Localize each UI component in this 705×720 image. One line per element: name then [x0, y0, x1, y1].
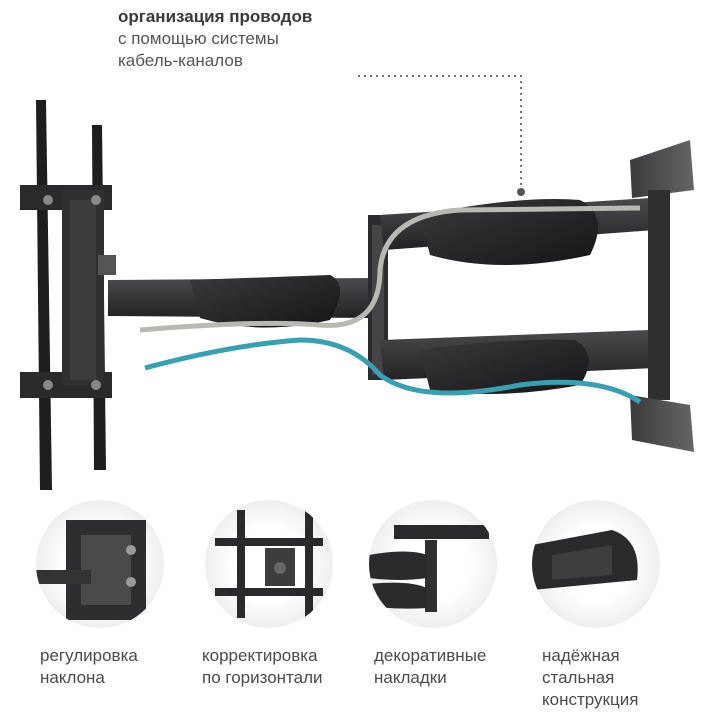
wall-plate	[630, 140, 694, 452]
blue-cable	[144, 337, 642, 405]
caption-tilt: регулировка наклона	[40, 645, 138, 689]
caption-covers-line-1: декоративные	[374, 646, 487, 665]
caption-horizontal-line-1: корректировка	[202, 646, 318, 665]
caption-steel-line-3: конструкция	[542, 690, 639, 709]
cable-management-callout: организация проводов с помощью системы к…	[118, 6, 312, 72]
decorative-covers-thumbnail	[369, 500, 497, 628]
horizontal-correction-thumbnail	[205, 500, 333, 628]
grey-cable	[139, 205, 641, 333]
steel-arm-icon	[532, 530, 638, 590]
caption-steel: надёжная стальная конструкция	[542, 645, 638, 711]
caption-steel-line-1: надёжная	[542, 646, 620, 665]
front-arm-cover	[190, 275, 340, 328]
caption-steel-line-2: стальная	[542, 668, 615, 687]
rear-arm-cover-upper	[420, 199, 598, 265]
arm-cover-icon	[369, 525, 489, 612]
tv-bracket-rails	[20, 100, 116, 490]
caption-horizontal-line-2: по горизонтали	[202, 668, 323, 687]
tv-wall-mount-illustration	[20, 100, 694, 490]
caption-horizontal: корректировка по горизонтали	[202, 645, 323, 689]
caption-covers-line-2: накладки	[374, 668, 447, 687]
caption-covers: декоративные накладки	[374, 645, 486, 689]
bracket-slider-icon	[215, 510, 323, 618]
callout-title: организация проводов	[118, 7, 313, 26]
callout-line-3: кабель-каналов	[118, 51, 243, 70]
callout-line-2: с помощью системы	[118, 29, 279, 48]
tilt-knob-icon	[36, 520, 146, 620]
caption-tilt-line-1: регулировка	[40, 646, 138, 665]
caption-tilt-line-2: наклона	[40, 668, 105, 687]
tilt-adjustment-thumbnail	[36, 500, 164, 628]
steel-construction-thumbnail	[532, 500, 660, 628]
